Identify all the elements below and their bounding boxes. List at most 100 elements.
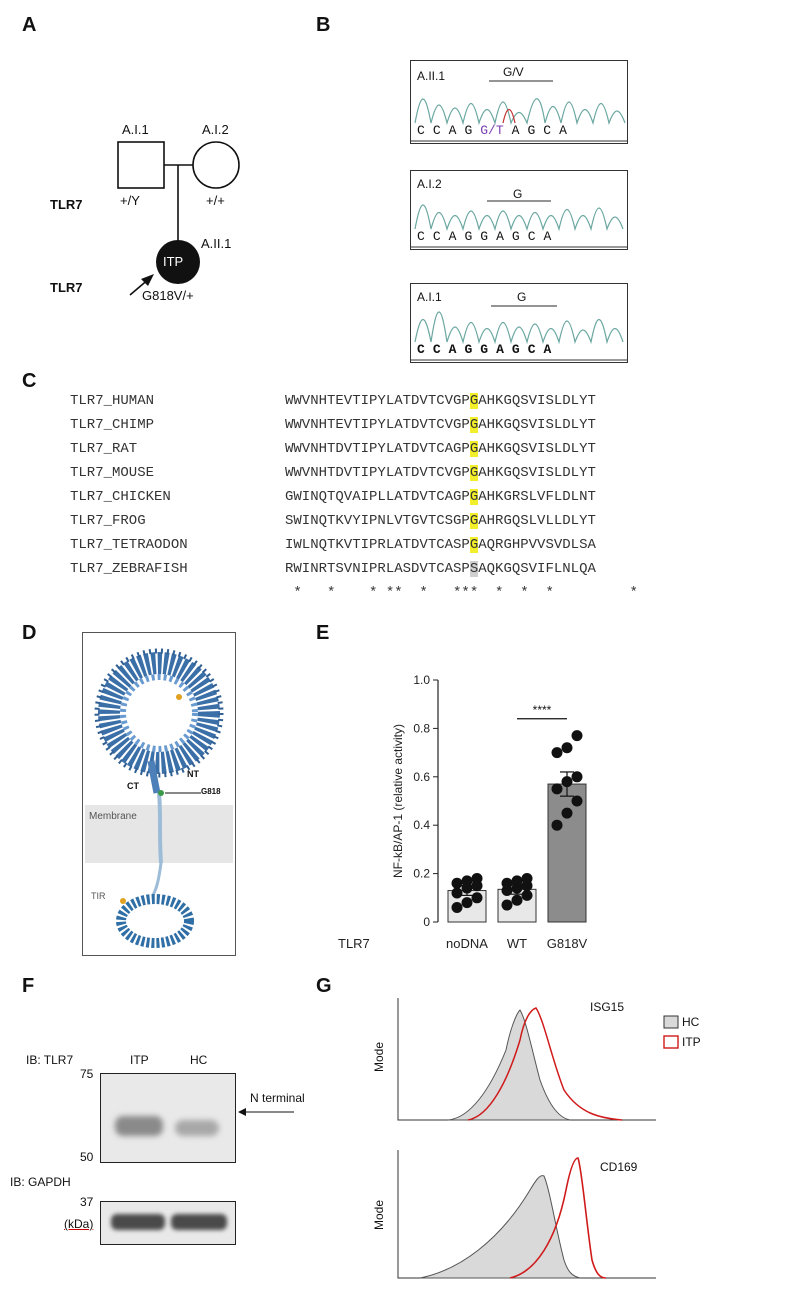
band-itp <box>115 1116 163 1136</box>
n-terminal-label: N terminal <box>250 1091 305 1105</box>
y-axis-label: NF-kB/AP-1 (relative activity) <box>391 724 405 878</box>
x-tick-label: WT <box>507 936 527 951</box>
arrow-icon <box>238 1108 294 1116</box>
proband-genotype: G818V/+ <box>142 288 194 303</box>
sequence-before: WWVNHTEVTIPYLATDVTCVGP <box>285 417 470 433</box>
chromatogram-a-i-2: A.I.2 G C C A G G A G C A <box>410 170 628 250</box>
panel-label-e: E <box>316 622 330 644</box>
band-itp <box>111 1214 165 1230</box>
data-point <box>501 877 513 889</box>
x-tick-label: G818V <box>547 936 588 951</box>
highlighted-residue: G <box>469 489 479 505</box>
chromatogram-bases: C C A G G A G C A <box>417 229 551 244</box>
base: G <box>480 229 489 244</box>
sequence-after: AQRGHPVVSVDLSA <box>478 537 596 553</box>
mw-marker-37: 37 <box>80 1195 94 1209</box>
sequence-before: WWVNHTDVTIPYLATDVTCAGP <box>285 441 470 457</box>
data-point <box>451 877 463 889</box>
sequence-before: WWVNHTDVTIPYLATDVTCVGP <box>285 465 470 481</box>
mw-marker-50: 50 <box>80 1150 94 1164</box>
chromatogram-sample-id: A.I.2 <box>417 177 442 191</box>
chromatogram-trace <box>411 80 627 142</box>
chromatogram-bases: C C A G G/T A G C A <box>417 123 567 138</box>
data-point <box>471 892 483 904</box>
highlighted-residue: G <box>469 441 479 457</box>
base: G <box>464 229 473 244</box>
base: A <box>448 123 457 138</box>
chromatogram-a-ii-1: A.II.1 G/V C C A G G/T A G C A <box>410 60 628 144</box>
y-axis-label-top: Mode <box>372 1041 387 1073</box>
father-genotype: +/Y <box>120 193 140 208</box>
base: C <box>543 123 552 138</box>
base: A <box>511 123 520 138</box>
ib-gapdh-label: IB: GAPDH <box>10 1175 71 1189</box>
data-point <box>511 875 523 887</box>
data-point <box>501 899 513 911</box>
father-id: A.I.1 <box>122 122 149 137</box>
species-name: TLR7_CHIMP <box>70 417 155 433</box>
pedigree-lines <box>117 141 240 296</box>
tir-label: TIR <box>91 891 106 901</box>
kda-unit: (kDa) <box>64 1217 94 1231</box>
data-point <box>561 776 573 788</box>
sequence-before: GWINQTQVAIPLLATDVTCAGP <box>285 489 470 505</box>
chromatogram-region-label: G/V <box>503 65 524 79</box>
base: C <box>527 229 536 244</box>
y-tick-label: 0.2 <box>413 867 430 881</box>
ib-tlr7-label: IB: TLR7 <box>26 1053 74 1067</box>
conservation-stars: * * * ** * *** * * * * <box>285 585 655 601</box>
species-name: TLR7_ZEBRAFISH <box>70 561 188 577</box>
mutation-site-label: G818 <box>201 787 221 796</box>
base: C <box>432 342 441 357</box>
pedigree-panel: A.I.1 A.I.2 TLR7 +/Y +/+ A.II.1 ITP TLR7… <box>0 0 300 360</box>
membrane-label: Membrane <box>89 811 137 822</box>
base: G <box>527 123 536 138</box>
y-tick-label: 1.0 <box>413 673 430 687</box>
marker-label-cd169: CD169 <box>600 1160 638 1174</box>
data-point <box>521 889 533 901</box>
base: C <box>432 123 441 138</box>
y-tick-label: 0.6 <box>413 770 430 784</box>
x-tick-label: noDNA <box>446 936 488 951</box>
data-point <box>471 872 483 884</box>
proband-diagnosis: ITP <box>163 254 184 269</box>
reporter-bar-chart: 00.20.40.60.81.0NF-kB/AP-1 (relative act… <box>338 673 588 951</box>
base: C <box>417 229 425 244</box>
flow-histograms <box>397 998 679 1279</box>
data-point <box>551 819 563 831</box>
base: A <box>559 123 567 138</box>
sequence-after: AQKGQSVIFLNLQA <box>478 561 596 577</box>
sequence-before: SWINQTKVYIPNLVTGVTCSGP <box>285 513 470 529</box>
highlighted-residue: G <box>469 417 479 433</box>
western-blot-panel: IB: TLR7 ITP HC 75 50 N terminal IB: GAP… <box>0 995 320 1285</box>
significance-label: **** <box>533 703 552 717</box>
sequence-after: AHKGQSVISLDLYT <box>478 441 596 457</box>
data-point <box>521 872 533 884</box>
base: A <box>543 342 552 357</box>
lane-label-itp: ITP <box>130 1053 149 1067</box>
data-point <box>451 887 463 899</box>
sequence-after: AHRGQSLVLLDLYT <box>478 513 596 529</box>
species-name: TLR7_CHICKEN <box>70 489 171 505</box>
species-name: TLR7_MOUSE <box>70 465 155 481</box>
base: G <box>511 342 520 357</box>
tlr7-blot <box>100 1073 236 1163</box>
sequence-after: AHKGQSVISLDLYT <box>478 417 596 433</box>
panel-label-c: C <box>22 370 37 392</box>
base: G <box>464 123 473 138</box>
chromatogram-trace <box>411 305 627 361</box>
highlighted-residue: G <box>469 537 479 553</box>
panel-label-a: A <box>22 14 37 36</box>
chromatogram-trace <box>411 200 627 248</box>
species-name: TLR7_HUMAN <box>70 393 155 409</box>
data-point <box>571 730 583 742</box>
y-tick-label: 0.8 <box>413 721 430 735</box>
data-point <box>461 875 473 887</box>
base: A <box>448 342 457 357</box>
